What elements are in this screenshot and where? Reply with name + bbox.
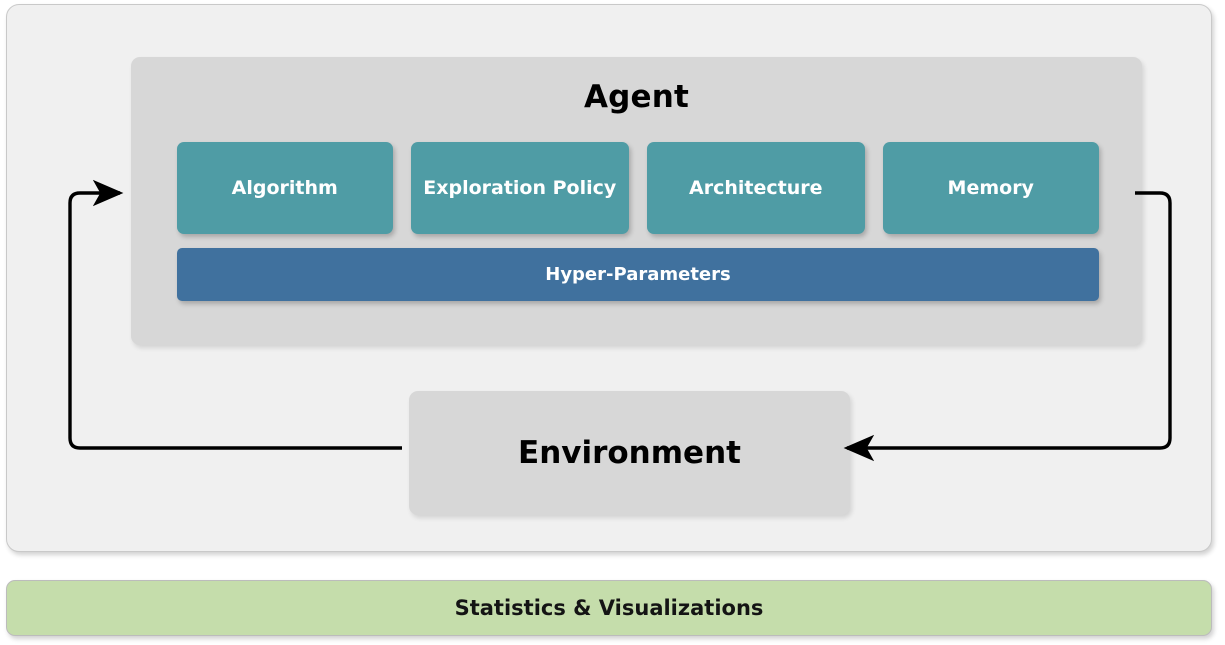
agent-panel: Agent Algorithm Exploration Policy Archi… (131, 57, 1142, 345)
hyper-parameters-bar[interactable]: Hyper-Parameters (177, 248, 1099, 301)
component-box-exploration-policy[interactable]: Exploration Policy (410, 142, 629, 234)
system-panel: Agent Algorithm Exploration Policy Archi… (6, 4, 1212, 552)
component-box-algorithm[interactable]: Algorithm (177, 142, 393, 234)
statistics-visualizations-bar[interactable]: Statistics & Visualizations (6, 580, 1212, 636)
component-box-architecture[interactable]: Architecture (647, 142, 865, 234)
component-box-memory[interactable]: Memory (882, 142, 1099, 234)
agent-title: Agent (583, 79, 690, 115)
agent-component-row: Algorithm Exploration Policy Architectur… (177, 142, 1099, 234)
environment-box[interactable]: Environment (409, 391, 850, 515)
